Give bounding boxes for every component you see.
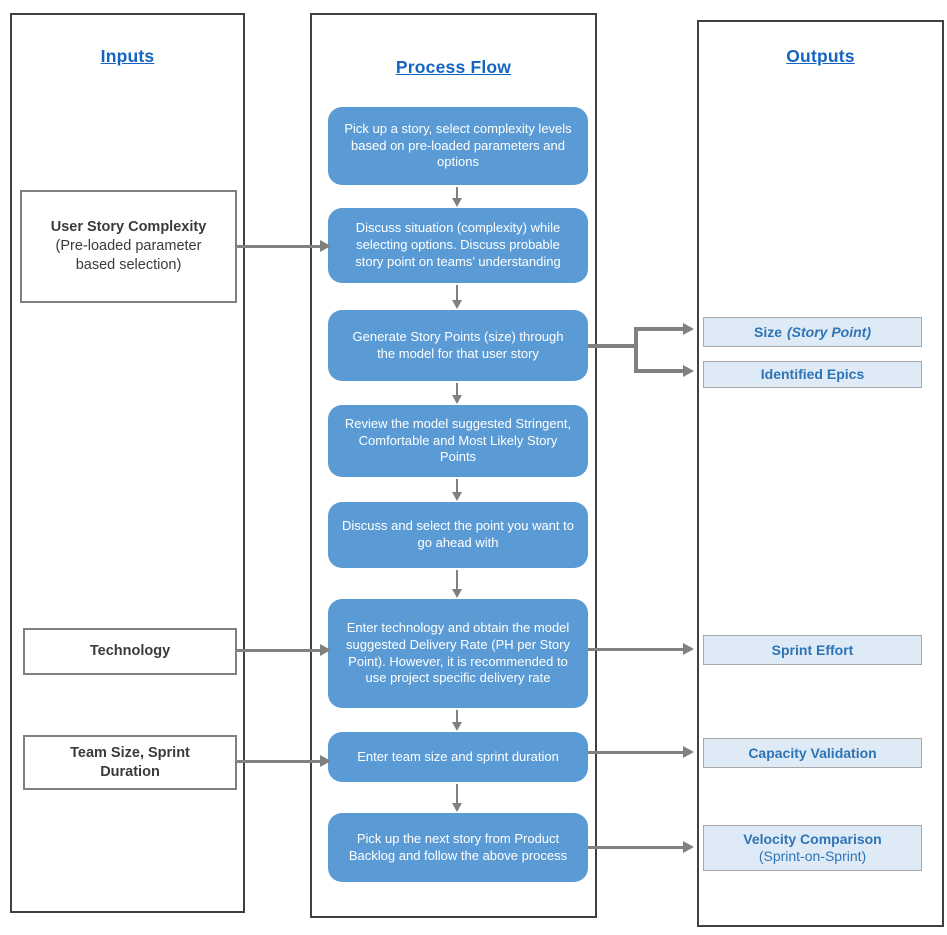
output-velocity-comparison: Velocity Comparison (Sprint-on-Sprint)	[703, 825, 922, 871]
input-technology: Technology	[23, 628, 237, 675]
inputs-panel-title: Inputs	[100, 46, 155, 66]
process-step-6-text: Enter technology and obtain the model su…	[346, 619, 570, 686]
connector-capacity-line	[588, 751, 684, 754]
arrow-down-head-2	[452, 300, 462, 309]
fork-top-branch-line	[634, 327, 685, 331]
process-step-5-text: Discuss and select the point you want to…	[342, 518, 574, 550]
output-capacity-validation: Capacity Validation	[703, 738, 922, 768]
process-step-2-text: Discuss situation (complexity) while sel…	[355, 220, 561, 269]
connector-sprint-effort-line	[588, 648, 684, 651]
connector-technology-arrowhead	[320, 644, 331, 656]
process-step-4: Review the model suggested Stringent, Co…	[328, 405, 588, 477]
process-step-3-text: Generate Story Points (size) through the…	[352, 328, 564, 361]
output-size-label-italic: (Story Point)	[787, 323, 871, 340]
connector-usc-line	[237, 245, 321, 248]
input-team-size-title: Team Size, Sprint Duration	[70, 744, 190, 780]
process-step-8-text: Pick up the next story from Product Back…	[348, 830, 568, 863]
process-step-6: Enter technology and obtain the model su…	[328, 599, 588, 708]
fork-top-arrowhead	[683, 323, 694, 335]
process-step-7: Enter team size and sprint duration	[328, 732, 588, 782]
output-identified-epics-label: Identified Epics	[760, 366, 865, 383]
arrow-down-line-4	[456, 479, 458, 493]
fork-bottom-branch-line	[634, 369, 685, 373]
connector-sprint-effort-arrowhead	[683, 643, 694, 655]
arrow-down-head-1	[452, 198, 462, 207]
arrow-down-head-7	[452, 803, 462, 812]
arrow-down-line-2	[456, 285, 458, 301]
process-flow-panel-title: Process Flow	[395, 57, 512, 77]
connector-teamsize-line	[237, 760, 321, 763]
input-user-story-complexity: User Story Complexity (Pre-loaded parame…	[20, 190, 237, 303]
arrow-down-line-3	[456, 383, 458, 396]
arrow-down-head-5	[452, 589, 462, 598]
process-step-1-text: Pick up a story, select complexity level…	[344, 120, 572, 170]
connector-teamsize-arrowhead	[320, 755, 331, 767]
output-size-label: Size	[753, 323, 782, 340]
process-step-8: Pick up the next story from Product Back…	[328, 813, 588, 882]
output-size-story-point: Size (Story Point)	[703, 317, 922, 347]
arrow-down-line-5	[456, 570, 458, 590]
arrow-down-head-4	[452, 492, 462, 501]
process-step-5: Discuss and select the point you want to…	[328, 502, 588, 568]
connector-capacity-arrowhead	[683, 746, 694, 758]
connector-usc-arrowhead	[320, 240, 331, 252]
connector-velocity-line	[588, 846, 684, 849]
process-step-2: Discuss situation (complexity) while sel…	[328, 208, 588, 283]
arrow-down-line-6	[456, 710, 458, 723]
input-team-size-sprint-duration: Team Size, Sprint Duration	[23, 735, 237, 790]
output-capacity-validation-label: Capacity Validation	[748, 744, 877, 761]
arrow-down-line-1	[456, 187, 458, 199]
output-velocity-comparison-label: Velocity Comparison	[743, 831, 882, 848]
fork-vertical-line	[634, 327, 638, 373]
fork-bottom-arrowhead	[683, 365, 694, 377]
process-step-1: Pick up a story, select complexity level…	[328, 107, 588, 185]
input-technology-title: Technology	[89, 643, 171, 660]
process-step-3: Generate Story Points (size) through the…	[328, 310, 588, 381]
output-sprint-effort: Sprint Effort	[703, 635, 922, 665]
input-user-story-complexity-title: User Story Complexity	[50, 219, 207, 236]
outputs-panel-title: Outputs	[786, 46, 855, 66]
output-sprint-effort-label: Sprint Effort	[771, 641, 854, 658]
arrow-down-line-7	[456, 784, 458, 804]
output-velocity-comparison-sublabel: (Sprint-on-Sprint)	[758, 848, 867, 864]
arrow-down-head-3	[452, 395, 462, 404]
connector-velocity-arrowhead	[683, 841, 694, 853]
process-step-7-text: Enter team size and sprint duration	[357, 748, 559, 764]
outputs-panel: Outputs	[697, 20, 944, 927]
connector-technology-line	[237, 649, 321, 652]
input-user-story-complexity-subtitle-1: (Pre-loaded parameter	[55, 238, 202, 255]
fork-stub-line	[588, 344, 637, 348]
output-identified-epics: Identified Epics	[703, 361, 922, 388]
arrow-down-head-6	[452, 722, 462, 731]
input-user-story-complexity-subtitle-2: based selection)	[75, 256, 182, 273]
process-step-4-text: Review the model suggested Stringent, Co…	[344, 415, 572, 465]
